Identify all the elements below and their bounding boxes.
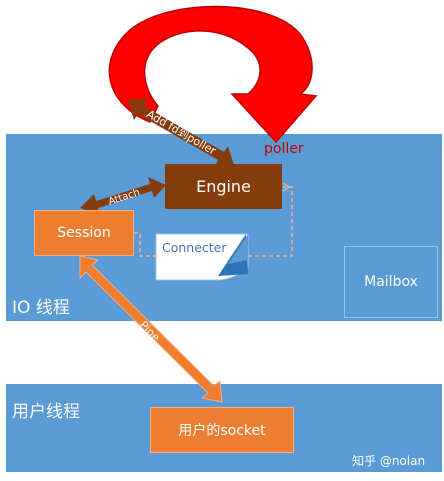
poller-label: poller bbox=[264, 141, 304, 157]
watermark: 知乎 @nolan bbox=[352, 454, 426, 468]
poller-loop-arrow bbox=[108, 5, 318, 144]
user-thread-label: 用户线程 bbox=[12, 402, 80, 422]
connecter-engine-arrowhead bbox=[282, 182, 291, 192]
attach-label: Attach bbox=[107, 187, 141, 207]
engine-box: Engine bbox=[165, 164, 282, 209]
engine-label: Engine bbox=[196, 177, 251, 196]
mailbox-label: Mailbox bbox=[364, 274, 418, 290]
connecter-label: Connecter bbox=[162, 240, 227, 255]
add-fd-arrow: Add fd到poller bbox=[128, 98, 234, 168]
user-socket-box: 用户的socket bbox=[150, 407, 294, 453]
user-socket-label: 用户的socket bbox=[178, 423, 266, 439]
connecter-shape bbox=[155, 233, 249, 281]
session-connecter-dashed-line bbox=[134, 232, 156, 257]
connecter-engine-dashed-line bbox=[248, 186, 293, 257]
add-fd-label: Add fd到poller bbox=[144, 107, 218, 157]
mailbox-box: Mailbox bbox=[344, 246, 438, 318]
session-box: Session bbox=[34, 210, 134, 256]
session-label: Session bbox=[57, 225, 111, 241]
io-thread-label: IO 线程 bbox=[12, 298, 70, 318]
